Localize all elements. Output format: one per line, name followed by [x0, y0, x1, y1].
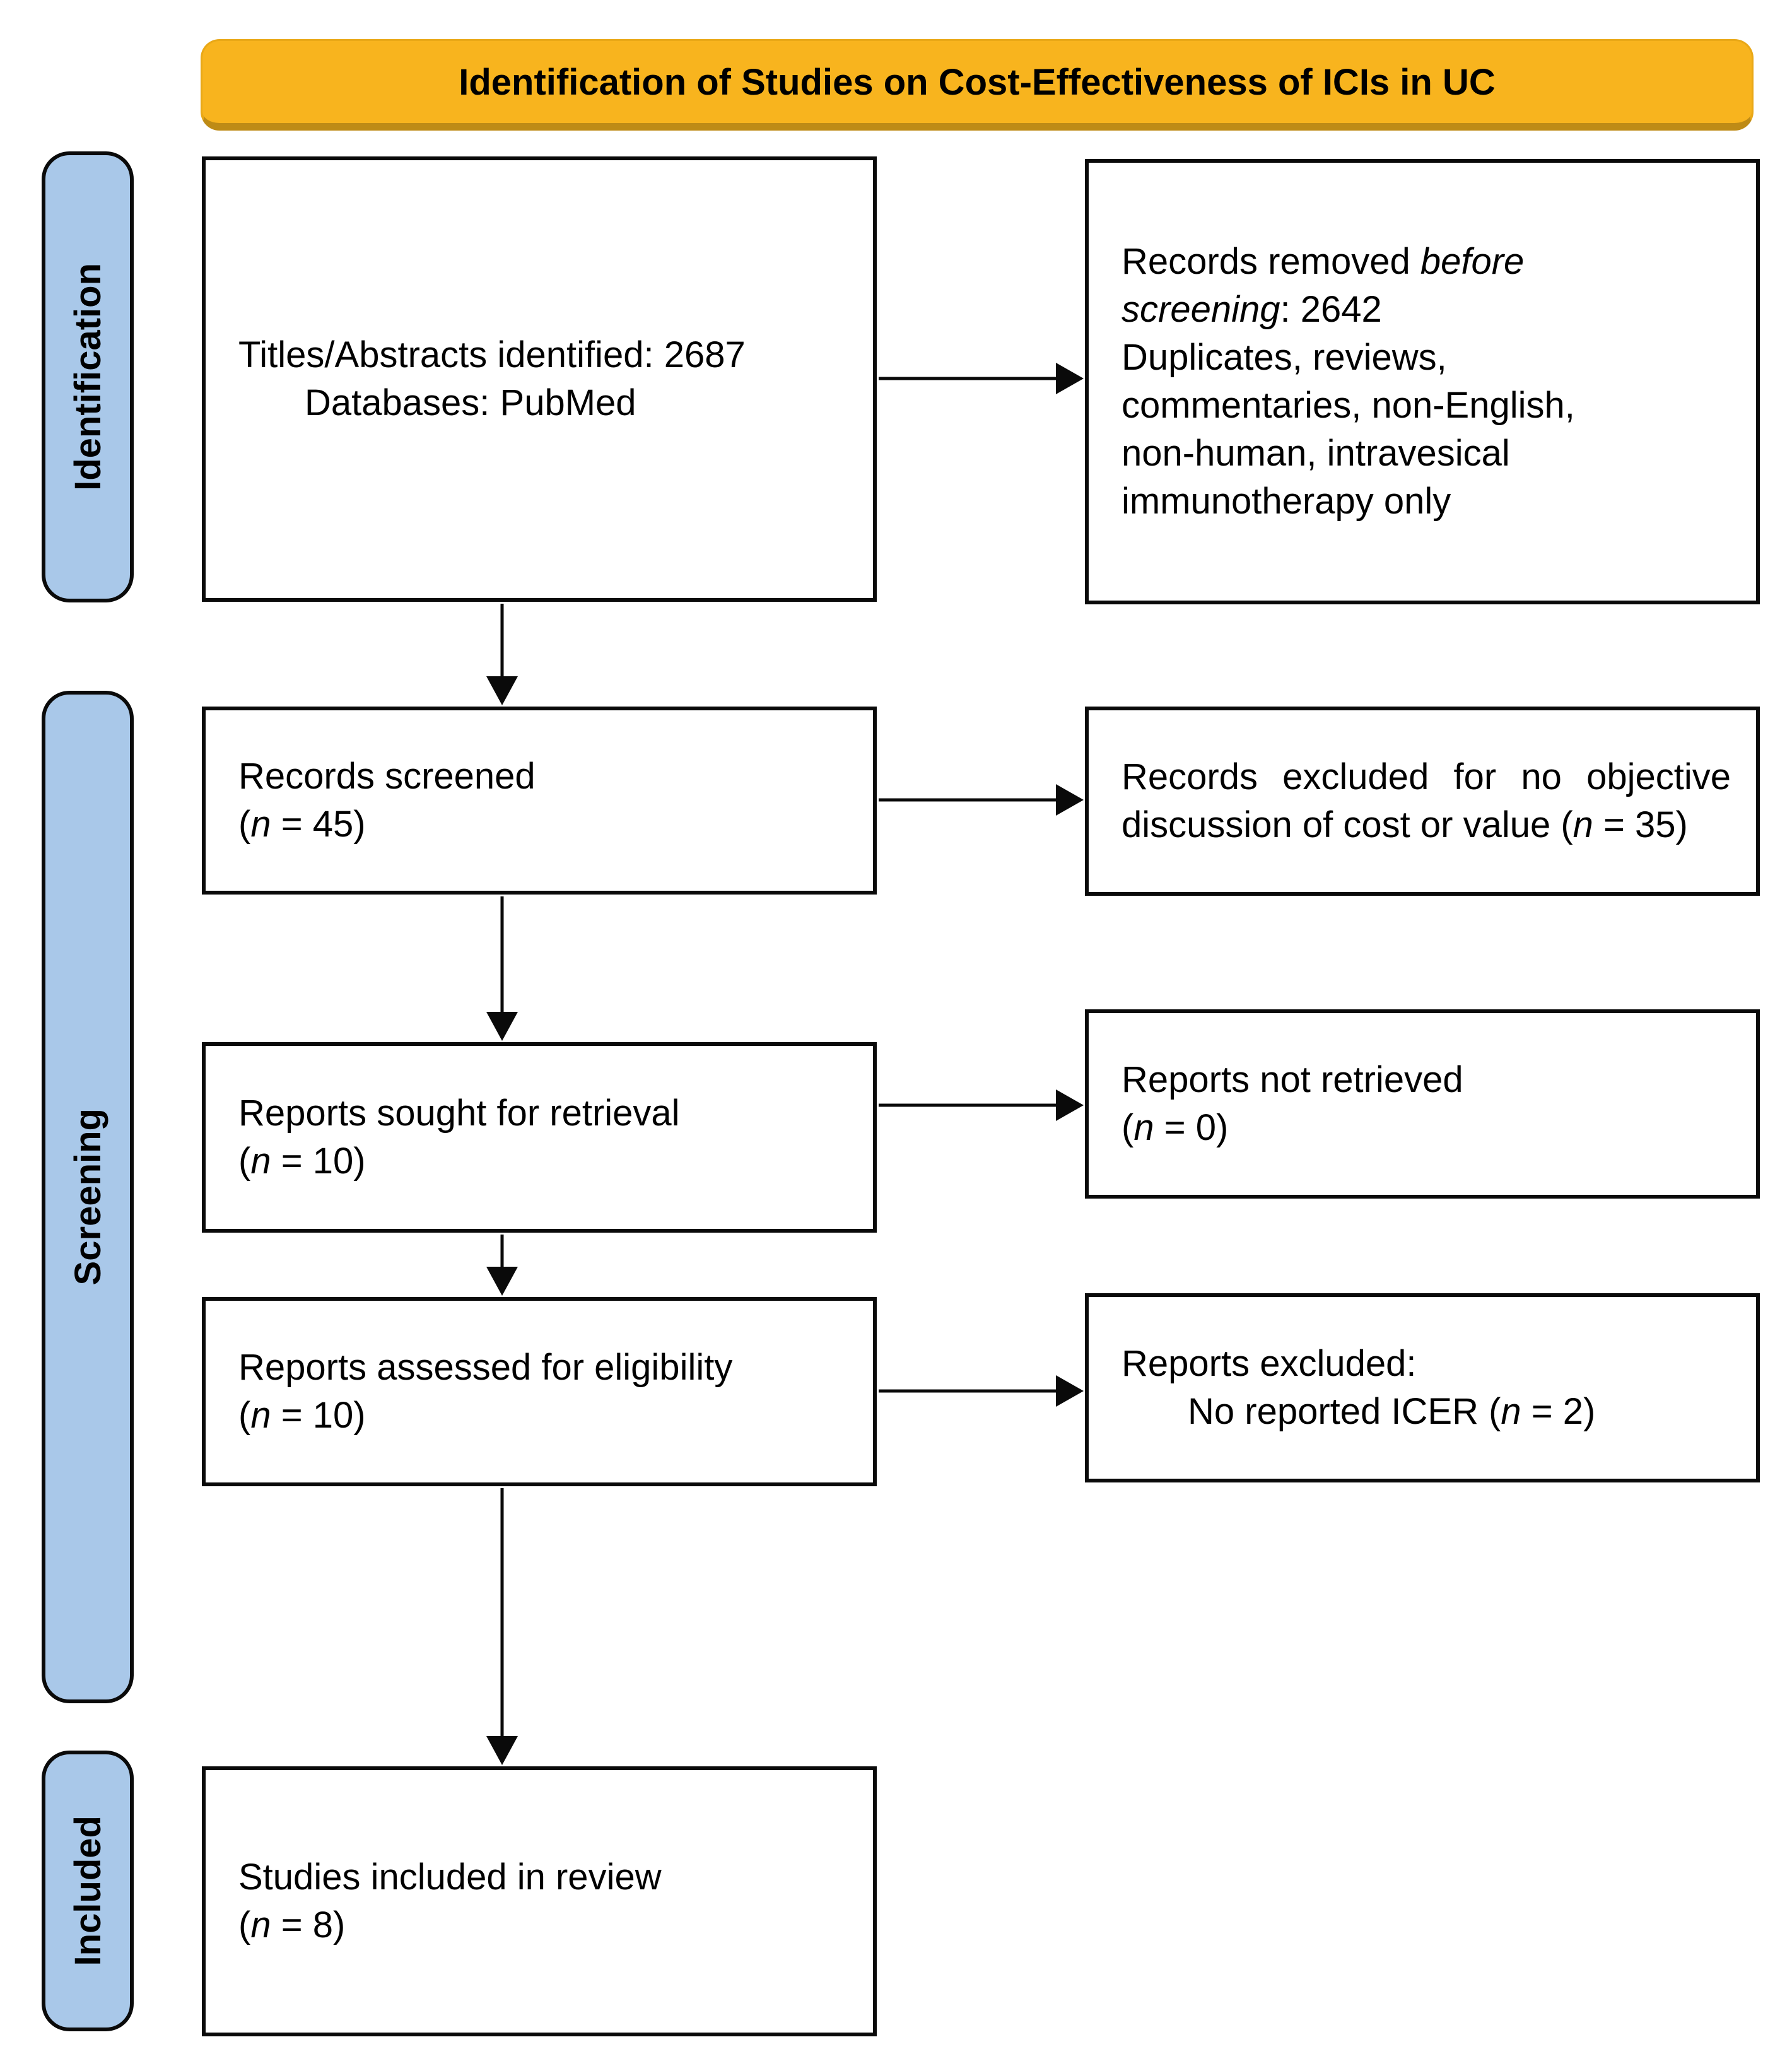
diagram-title: Identification of Studies on Cost-Effect… [459, 61, 1496, 103]
arrow-identified-to-removed [879, 363, 1084, 394]
box-records-screened: Records screened (n = 45) [202, 707, 877, 895]
text-segment: Records removed [1121, 241, 1420, 283]
text-segment: = 45) [271, 804, 366, 845]
box-records-excluded-no-objective-discussion: Records excluded for no objective discus… [1085, 707, 1760, 896]
stage-label-identification: Identification [42, 151, 134, 602]
n-italic: n [1133, 1107, 1154, 1148]
n-italic: n [1572, 804, 1593, 845]
box-line: Records screened [238, 753, 848, 801]
box-line: (n = 8) [238, 1901, 848, 1949]
text-segment: Records screened [238, 756, 536, 797]
n-italic: n [250, 1904, 271, 1945]
n-italic: n [250, 804, 271, 845]
arrow-sought-to-assessed [486, 1235, 518, 1296]
text-segment: Reports not retrieved [1121, 1059, 1463, 1101]
text-segment: Titles/Abstracts identified: 2687 [238, 334, 746, 376]
text-segment: ( [238, 1904, 251, 1945]
text-segment: Records excluded for no objective discus… [1121, 756, 1731, 845]
arrow-screened-to-sought [486, 896, 518, 1041]
text-segment: Studies included in review [238, 1857, 662, 1898]
box-line: (n = 0) [1121, 1104, 1731, 1152]
arrow-assessed-to-excluded [879, 1375, 1084, 1407]
box-reports-sought-for-retrieval: Reports sought for retrieval (n = 10) [202, 1042, 877, 1233]
text-segment: ( [238, 1395, 251, 1436]
text-segment: ( [238, 804, 251, 845]
box-line: Duplicates, reviews, commentaries, non-E… [1121, 334, 1601, 525]
arrow-identified-to-screened [486, 604, 518, 705]
box-records-removed-before-screening: Records removed before screening: 2642 D… [1085, 159, 1760, 604]
stage-label-included: Included [42, 1751, 134, 2031]
text-segment: Reports sought for retrieval [238, 1093, 680, 1134]
text-segment: ( [1121, 1107, 1134, 1148]
box-line: (n = 10) [238, 1392, 848, 1440]
n-italic: n [1501, 1391, 1521, 1432]
text-segment: Duplicates, reviews, commentaries, non-E… [1121, 337, 1575, 522]
box-line: Records removed before screening: 2642 [1121, 238, 1645, 334]
text-segment: = 0) [1154, 1107, 1229, 1148]
italic-segment: before screening [1121, 241, 1525, 331]
n-italic: n [250, 1141, 271, 1182]
text-segment: Reports excluded: [1121, 1343, 1417, 1385]
box-line: Reports assessed for eligibility [238, 1344, 848, 1392]
text-segment: Databases: PubMed [305, 382, 636, 423]
arrow-sought-to-not-retrieved [879, 1089, 1084, 1121]
box-reports-excluded-no-icer: Reports excluded: No reported ICER (n = … [1085, 1293, 1760, 1482]
stage-label-screening: Screening [42, 691, 134, 1703]
stage-label-screening-text: Screening [67, 1108, 108, 1286]
box-line: Records excluded for no objective discus… [1121, 753, 1731, 849]
box-line: Studies included in review [238, 1853, 848, 1901]
stage-label-identification-text: Identification [67, 263, 108, 491]
text-segment: Reports assessed for eligibility [238, 1347, 733, 1388]
box-line: Titles/Abstracts identified: 2687 [238, 331, 848, 379]
text-segment: = 8) [271, 1904, 346, 1945]
text-segment: ( [238, 1141, 251, 1182]
arrow-assessed-to-included [486, 1488, 518, 1765]
box-studies-included-in-review: Studies included in review (n = 8) [202, 1766, 877, 2036]
box-line: Reports excluded: [1121, 1340, 1731, 1388]
text-segment: = 35) [1593, 804, 1688, 845]
box-line: Reports sought for retrieval [238, 1089, 848, 1137]
stage-label-included-text: Included [67, 1816, 108, 1966]
text-segment: = 10) [271, 1141, 366, 1182]
box-titles-abstracts-identified: Titles/Abstracts identified: 2687 Databa… [202, 156, 877, 602]
arrow-screened-to-excluded [879, 784, 1084, 816]
box-line: (n = 10) [238, 1137, 848, 1185]
box-line: Databases: PubMed [238, 379, 848, 427]
text-segment: No reported ICER ( [1188, 1391, 1501, 1432]
n-italic: n [250, 1395, 271, 1436]
text-segment: : 2642 [1280, 289, 1382, 331]
box-line: No reported ICER (n = 2) [1121, 1388, 1731, 1436]
box-line: Reports not retrieved [1121, 1056, 1731, 1104]
box-reports-assessed-for-eligibility: Reports assessed for eligibility (n = 10… [202, 1297, 877, 1486]
box-line: (n = 45) [238, 801, 848, 848]
diagram-title-banner: Identification of Studies on Cost-Effect… [201, 39, 1754, 131]
box-reports-not-retrieved: Reports not retrieved (n = 0) [1085, 1009, 1760, 1199]
text-segment: = 10) [271, 1395, 366, 1436]
text-segment: = 2) [1521, 1391, 1596, 1432]
